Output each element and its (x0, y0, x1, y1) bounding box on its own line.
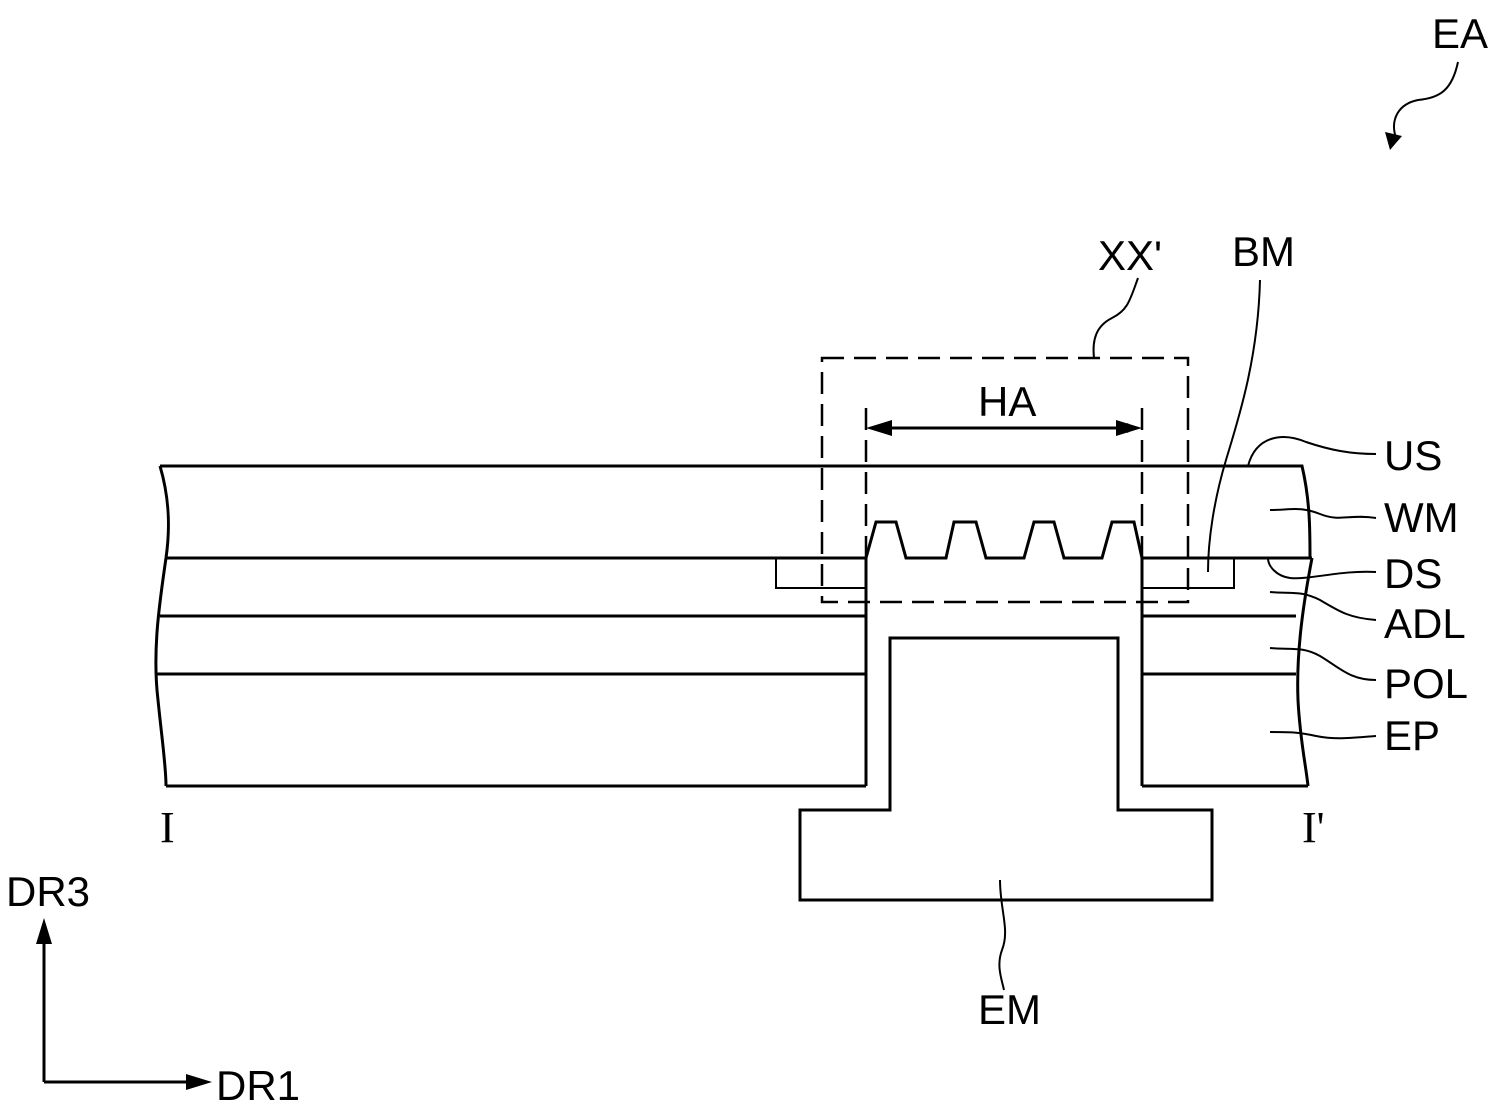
dr3-arrowhead (36, 918, 52, 944)
pol-label: POL (1384, 660, 1468, 707)
detail-label: XX' (1098, 232, 1162, 279)
window-left-edge (160, 466, 168, 558)
figure-id-arrowhead (1385, 132, 1402, 150)
dr3-label: DR3 (6, 868, 90, 915)
ep-label: EP (1384, 712, 1440, 759)
adl-label: ADL (1384, 600, 1466, 647)
section-start-label: I (160, 803, 175, 852)
us-label: US (1384, 432, 1442, 479)
ha-arrowhead-left (866, 420, 892, 436)
figure-id-label: EA (1432, 10, 1488, 57)
panel-left-edge (156, 558, 166, 786)
em-label: EM (978, 986, 1041, 1033)
section-end-label: I' (1302, 803, 1325, 852)
hole-area-label: HA (978, 378, 1036, 425)
ds-leader (1268, 558, 1376, 578)
wm-label: WM (1384, 494, 1459, 541)
dr1-label: DR1 (216, 1062, 300, 1109)
em-leader (999, 880, 1005, 990)
ha-arrowhead-right (1116, 420, 1142, 436)
panel-right-edge (1298, 558, 1312, 786)
ds-label: DS (1384, 550, 1442, 597)
ep-leader (1270, 732, 1376, 738)
electronic-module (800, 638, 1212, 900)
detail-leader (1094, 278, 1138, 358)
bm-label: BM (1232, 228, 1295, 275)
us-leader (1248, 437, 1376, 466)
dr1-arrowhead (186, 1074, 212, 1090)
bm-leader (1208, 280, 1260, 572)
surface-pattern (866, 522, 1142, 558)
wm-leader (1270, 509, 1376, 518)
figure-id-leader (1394, 62, 1458, 138)
